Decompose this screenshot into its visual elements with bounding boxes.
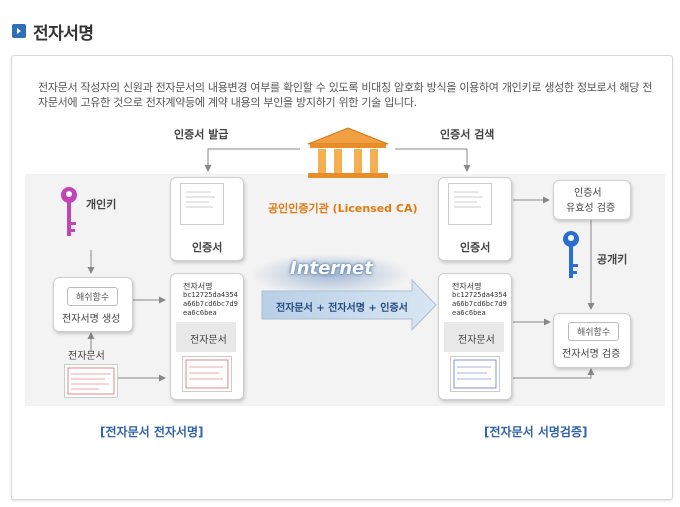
signature-code-line: bc12725da4354 [452, 291, 507, 299]
sig-verify-label: 전자서명 검증 [562, 349, 621, 360]
intro-text: 전자문서 작성자의 신원과 전자문서의 내용변경 여부를 확인할 수 있도록 비… [38, 81, 653, 109]
certificate-doc-icon [448, 183, 492, 225]
cert-validity-box [553, 180, 631, 220]
ca-label: 공인인증기관 (Licensed CA) [268, 202, 418, 215]
private-key-label: 개인키 [86, 198, 117, 211]
signature-code-line: ea6c6bea [183, 309, 217, 317]
signed-document-icon [450, 356, 500, 392]
cert-issue-label: 인증서 발급 [174, 128, 229, 141]
right-caption: [전자문서 서명검증] [484, 425, 588, 439]
cert-validity-line1: 인증서 [574, 188, 602, 199]
cert-label-right: 인증서 [460, 241, 491, 254]
private-key-icon [60, 186, 78, 240]
public-key-icon [562, 230, 580, 282]
document-thumbnail-icon [64, 364, 118, 398]
cert-search-label: 인증서 검색 [440, 128, 495, 141]
signed-doc-label-bg [444, 322, 504, 352]
bullet-arrow-icon [12, 24, 26, 38]
signature-block-left: 전자서명 bc12725da4354 a66b7cd6bc7d9 ea6c6be… [183, 282, 238, 318]
signature-code-line: a66b7cd6bc7d9 [183, 300, 238, 308]
signature-code-line: bc12725da4354 [183, 291, 238, 299]
certificate-doc-icon [180, 183, 224, 225]
sig-create-label: 전자서명 생성 [62, 314, 121, 325]
page-title: 전자서명 [33, 23, 94, 44]
signature-title: 전자서명 [183, 282, 213, 291]
internet-title: Internet [290, 258, 373, 279]
public-key-label: 공개키 [597, 253, 628, 266]
hash-function-tag: 해쉬함수 [67, 287, 119, 306]
doc-label: 전자문서 [68, 351, 105, 362]
signature-code-line: a66b7cd6bc7d9 [452, 300, 507, 308]
signed-doc-label-right: 전자문서 [458, 335, 495, 346]
ca-building-icon [302, 126, 394, 186]
signed-doc-label-left: 전자문서 [190, 335, 227, 346]
signed-doc-label-bg [176, 322, 236, 352]
signature-block-right: 전자서명 bc12725da4354 a66b7cd6bc7d9 ea6c6be… [452, 282, 507, 318]
hash-function-tag: 해쉬함수 [568, 322, 620, 341]
internet-payload: 전자문서 + 전자서명 + 인증서 [276, 303, 408, 314]
cert-validity-line2: 유효성 검증 [566, 203, 616, 214]
signature-code-line: ea6c6bea [452, 309, 486, 317]
section-header: 전자서명 [12, 20, 94, 44]
left-caption: [전자문서 전자서명] [100, 425, 204, 439]
signed-document-icon [182, 356, 232, 392]
signature-title: 전자서명 [452, 282, 482, 291]
cert-label-left: 인증서 [192, 241, 223, 254]
